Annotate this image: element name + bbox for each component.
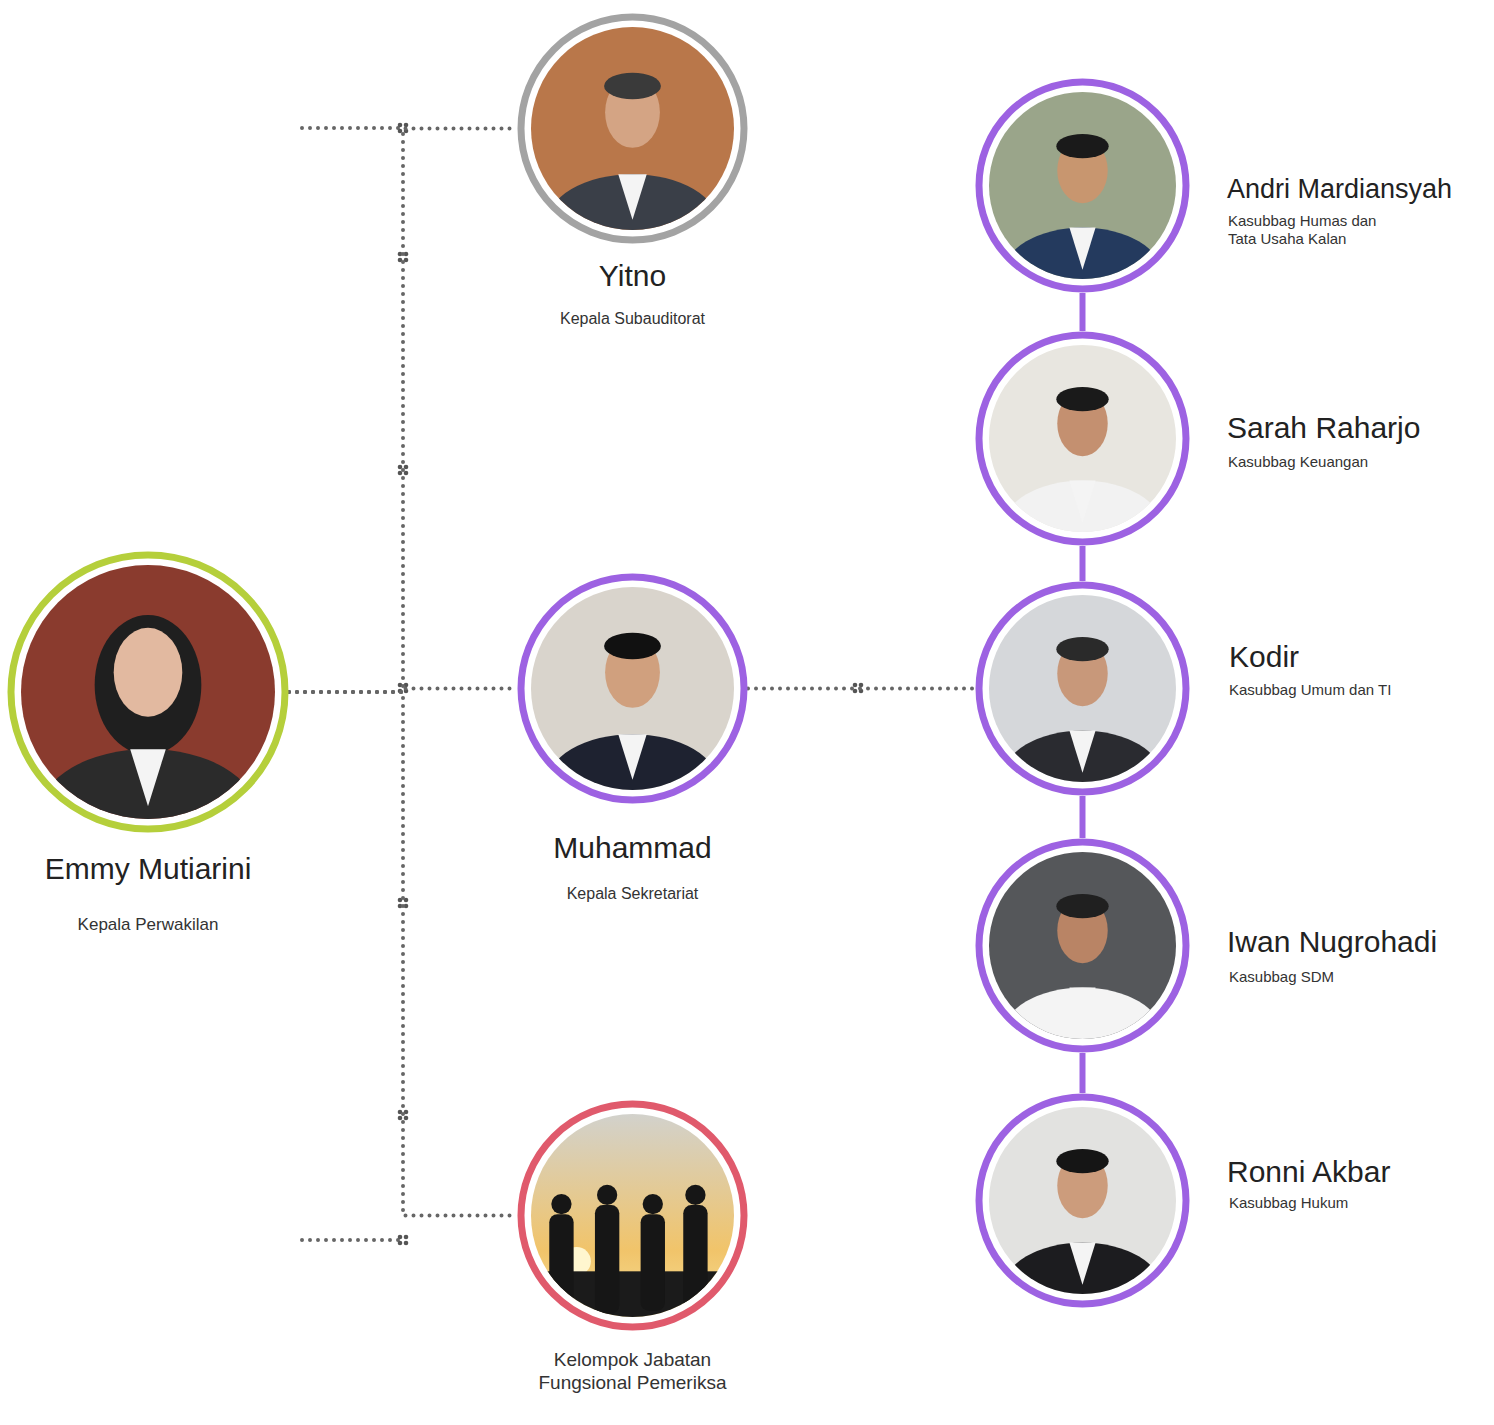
person-name: Yitno [477,258,788,294]
job-title: Kasubbag Humas dan Tata Usaha Kalan [1228,212,1388,248]
circle-outline [517,1100,748,1331]
person-circle: YitnoKepala Subauditorat [517,13,748,244]
dotted-connector [289,689,517,693]
person-circle: KodirKasubbag Umum dan TI [975,581,1190,796]
person-circle: Sarah RaharjoKasubbag Keuangan [975,331,1190,546]
person-circle: Andri MardiansyahKasubbag Humas dan Tata… [975,78,1190,293]
circle-outline [7,551,289,833]
job-title: Kepala Perwakilan [0,915,299,935]
job-title: Kasubbag Keuangan [1228,453,1458,471]
solid-connector [1080,1053,1086,1093]
solid-connector [1080,546,1086,581]
person-name: Iwan Nugrohadi [1227,924,1489,960]
circle-outline [517,13,748,244]
person-name: Muhammad [477,830,788,866]
person-name: Sarah Raharjo [1227,410,1489,446]
person-circle: MuhammadKepala Sekretariat [517,573,748,804]
photo [975,78,1190,293]
circle-outline [975,331,1190,546]
circle-outline [975,78,1190,293]
job-title: Kepala Sekretariat [477,884,788,903]
person-circle: Iwan NugrohadiKasubbag SDM [975,838,1190,1053]
solid-connector [1080,293,1086,331]
dotted-connector [289,129,517,693]
job-title: Kasubbag SDM [1229,968,1459,986]
knot-dot [398,123,403,128]
knot-dot [404,1241,409,1246]
job-title: Kasubbag Hukum [1229,1194,1459,1212]
job-title: Kepala Subauditorat [477,309,788,328]
person-name: Andri Mardiansyah [1227,173,1489,205]
photo [975,838,1190,1053]
photo [975,1093,1190,1308]
dotted-connector [748,687,975,691]
knot-dot [398,1116,403,1121]
solid-connector [1080,796,1086,838]
photo [975,581,1190,796]
person-name: Kelompok Jabatan Fungsional Pemeriksa [537,1349,728,1395]
photo [517,573,748,804]
person-name: Ronni Akbar [1227,1154,1489,1190]
dotted-connector [289,692,517,1216]
knot-dot [398,1241,403,1246]
person-name: Emmy Mutiarini [0,851,299,887]
photo [517,13,748,244]
circle-outline [517,573,748,804]
circle-outline [975,1093,1190,1308]
photo [975,331,1190,546]
knot-dot [398,1235,403,1240]
dotted-stub [302,126,403,130]
photo [7,551,289,833]
knot-dot [404,1235,409,1240]
knot-dot [404,1116,409,1121]
person-circle: Emmy MutiariniKepala Perwakilan [7,551,289,833]
circle-outline [975,838,1190,1053]
dotted-stub [302,1238,403,1242]
knot-symbols [398,123,864,1246]
person-circle: Ronni AkbarKasubbag Hukum [975,1093,1190,1308]
person-name: Kodir [1229,639,1469,675]
circle-outline [975,581,1190,796]
photo [517,1100,748,1331]
person-circle: Kelompok Jabatan Fungsional Pemeriksa [517,1100,748,1331]
knot-dot [853,683,858,688]
job-title: Kasubbag Umum dan TI [1229,681,1459,699]
